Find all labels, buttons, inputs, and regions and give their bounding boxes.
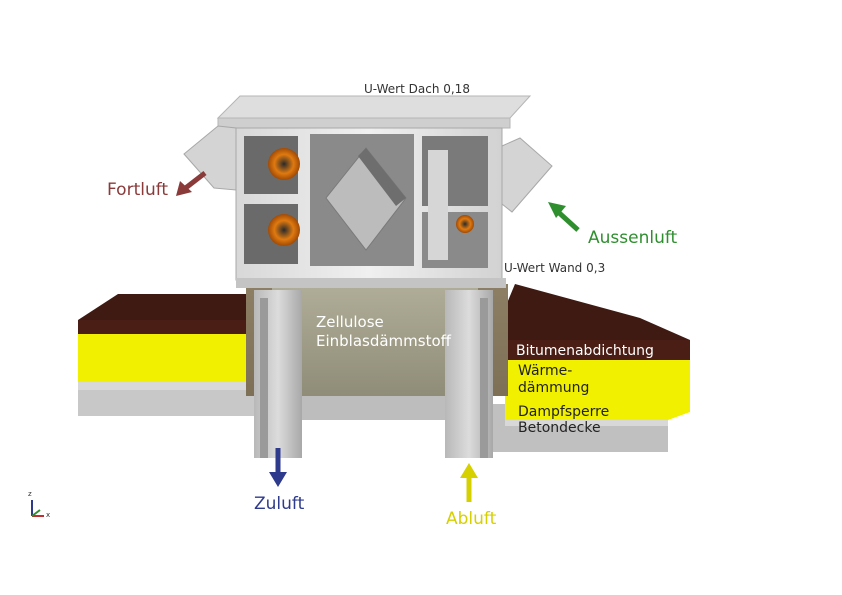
unit-base: [236, 278, 506, 288]
wall-u-value-label: U-Wert Wand 0,3: [504, 261, 606, 275]
axis-x-label: x: [46, 511, 51, 519]
extract-arrow-icon: [460, 463, 478, 502]
thermal-insulation-left: [78, 334, 248, 382]
extract-duct: [445, 290, 493, 458]
unit-roof-front: [217, 117, 511, 129]
supply-air-label: Zuluft: [254, 494, 305, 514]
bitumen-front-right: [505, 340, 690, 360]
roof-u-value-label: U-Wert Dach 0,18: [364, 82, 470, 96]
supply-duct: [254, 290, 302, 458]
axis-triad-icon: [31, 500, 44, 517]
bitumen-top-left: [78, 294, 262, 320]
axis-z-label: z: [28, 490, 32, 498]
roof-layers-left: [78, 294, 264, 416]
supply-duct-flange: [260, 298, 268, 458]
outside-air-arrow-icon: [548, 202, 580, 232]
exhaust-hood: [183, 125, 237, 191]
ventilation-unit: [183, 95, 553, 288]
layer-thermal-label: Wärme- dämmung: [518, 363, 589, 397]
unit-roof: [216, 95, 532, 119]
concrete-left: [78, 390, 264, 416]
layer-thermal-line1: Wärme-: [518, 363, 573, 379]
damper-motor-icon: [456, 215, 474, 233]
insulation-fill-line2: Einblasdämmstoff: [316, 332, 451, 350]
supply-arrow-icon: [269, 448, 287, 487]
layer-bitumen-label: Bitumenabdichtung: [516, 343, 654, 359]
fan-icon-top: [268, 148, 300, 180]
concrete-middle: [300, 392, 445, 420]
insulation-fill-label: Zellulose Einblasdämmstoff: [316, 313, 451, 351]
extract-air-label: Abluft: [446, 509, 497, 529]
fan-icon-bottom: [268, 214, 300, 246]
outside-air-label: Aussenluft: [588, 228, 678, 248]
intake-hood: [501, 137, 553, 213]
exhaust-out-label: Fortluft: [107, 180, 169, 200]
roof-layers-right: [485, 284, 690, 452]
vapor-barrier-right: [505, 420, 668, 426]
extract-duct-flange: [480, 298, 488, 458]
vapor-barrier-left: [78, 382, 248, 390]
layer-concrete-label: Betondecke: [518, 420, 601, 436]
heat-exchanger-fins: [358, 148, 406, 206]
filter-panel: [428, 150, 448, 260]
insulation-fill-line1: Zellulose: [316, 313, 384, 331]
exhaust-arrow-icon: [176, 171, 207, 196]
bitumen-top-right: [505, 284, 690, 340]
layer-vapor-label: Dampfsperre: [518, 404, 610, 420]
bitumen-front-left: [78, 320, 248, 334]
thermal-insulation-right: [505, 360, 690, 420]
layer-thermal-line2: dämmung: [518, 380, 590, 396]
concrete-right: [485, 404, 668, 452]
